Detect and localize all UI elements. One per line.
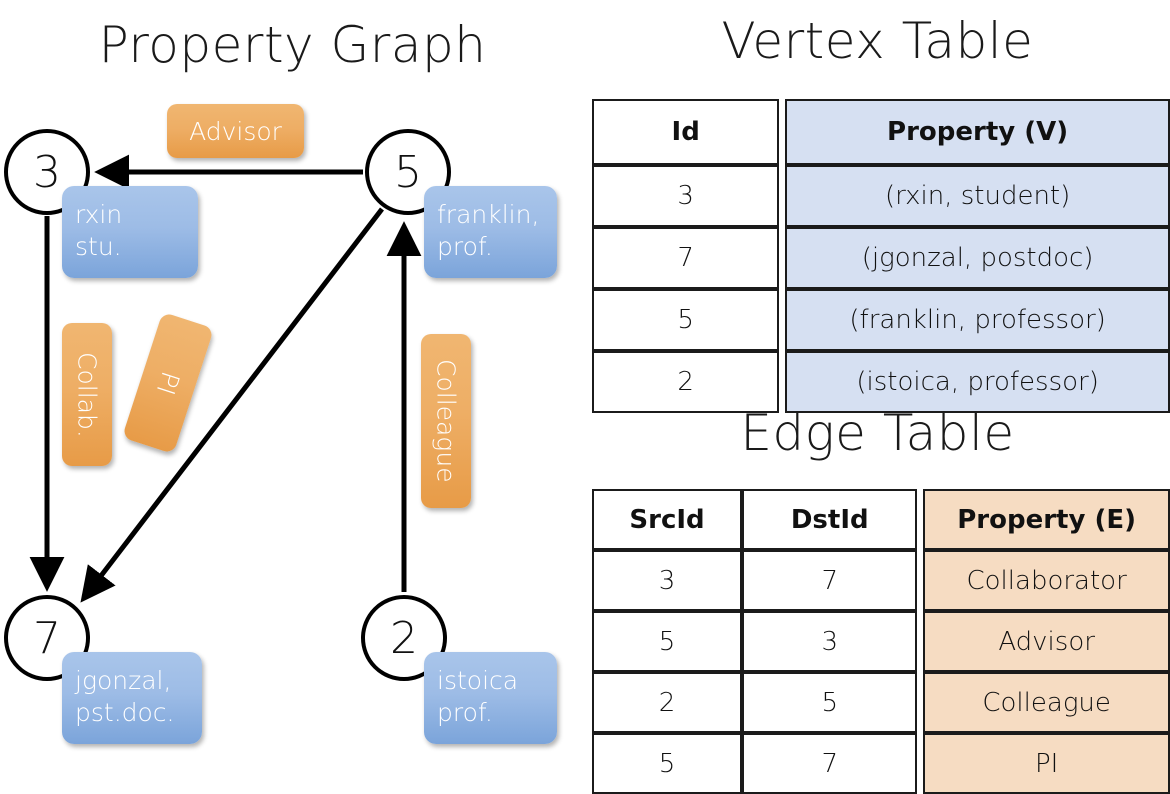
vertex-property-line: rxin (75, 200, 123, 229)
edge-header-property: Property (E) (923, 489, 1170, 550)
vertex-cell-property: (istoica, professor) (785, 351, 1170, 413)
edge-cell-srcid: 5 (592, 733, 743, 794)
edge-label-collab: Collab. (62, 323, 112, 466)
page-title-vertex-table: Vertex Table (721, 12, 1034, 70)
vertex-cell-id: 7 (592, 227, 780, 289)
edge-label-text: Colleague (431, 359, 461, 483)
edge-label-text: PI (150, 367, 186, 399)
vertex-header-id: Id (592, 99, 780, 165)
edge-cell-srcid: 2 (592, 672, 743, 733)
edge-cell-property: PI (923, 733, 1170, 794)
vertex-property-line: istoica (437, 666, 519, 695)
edge-table: SrcId DstId Property (E) 3 7 Collaborato… (592, 489, 1170, 794)
vertex-property-box-7: jgonzal, pst.doc. (62, 652, 202, 744)
table-row: 3 (rxin, student) (592, 165, 1170, 227)
vertex-cell-id: 5 (592, 289, 780, 351)
edge-cell-property: Advisor (923, 611, 1170, 672)
edge-cell-dstid: 7 (742, 550, 918, 611)
property-graph-diagram: 3 5 7 2 rxin stu. franklin, prof. jgonza… (0, 0, 585, 760)
table-row: 7 (jgonzal, postdoc) (592, 227, 1170, 289)
edge-header-dstid: DstId (742, 489, 918, 550)
vertex-table: Id Property (V) 3 (rxin, student) 7 (jgo… (592, 99, 1170, 413)
vertex-cell-property: (jgonzal, postdoc) (785, 227, 1170, 289)
edge-5-to-7 (80, 207, 384, 603)
graph-edges-layer (29, 154, 422, 603)
vertex-cell-property: (rxin, student) (785, 165, 1170, 227)
table-row: 5 7 PI (592, 733, 1170, 794)
table-row: 2 (istoica, professor) (592, 351, 1170, 413)
edge-cell-property: Collaborator (923, 550, 1170, 611)
vertex-property-box-3: rxin stu. (62, 186, 198, 278)
edge-label-advisor: Advisor (167, 104, 304, 158)
table-row: 2 5 Colleague (592, 672, 1170, 733)
edge-label-colleague: Colleague (421, 334, 471, 508)
edge-label-text: Advisor (189, 116, 282, 146)
edge-cell-dstid: 3 (742, 611, 918, 672)
vertex-property-line: franklin, (437, 200, 540, 229)
page-title-property-graph: Property Graph (98, 16, 487, 74)
page-title-edge-table: Edge Table (740, 404, 1015, 462)
vertex-header-property: Property (V) (785, 99, 1170, 165)
vertex-property-line: pst.doc. (75, 698, 175, 727)
edge-cell-property: Colleague (923, 672, 1170, 733)
table-row: 5 (franklin, professor) (592, 289, 1170, 351)
edge-cell-srcid: 5 (592, 611, 743, 672)
vertex-property-line: stu. (75, 232, 122, 261)
vertex-property-box-2: istoica prof. (424, 652, 557, 744)
edge-label-text: Collab. (72, 351, 102, 438)
table-header-row: SrcId DstId Property (E) (592, 489, 1170, 550)
table-row: 3 7 Collaborator (592, 550, 1170, 611)
vertex-cell-id: 2 (592, 351, 780, 413)
edge-cell-dstid: 5 (742, 672, 918, 733)
table-row: 5 3 Advisor (592, 611, 1170, 672)
vertex-cell-id: 3 (592, 165, 780, 227)
edge-cell-dstid: 7 (742, 733, 918, 794)
vertex-property-box-5: franklin, prof. (424, 186, 557, 278)
vertex-property-line: prof. (437, 232, 493, 261)
table-header-row: Id Property (V) (592, 99, 1170, 165)
edge-cell-srcid: 3 (592, 550, 743, 611)
vertex-cell-property: (franklin, professor) (785, 289, 1170, 351)
vertex-property-line: prof. (437, 698, 493, 727)
edge-header-srcid: SrcId (592, 489, 743, 550)
vertex-property-line: jgonzal, (75, 666, 172, 695)
